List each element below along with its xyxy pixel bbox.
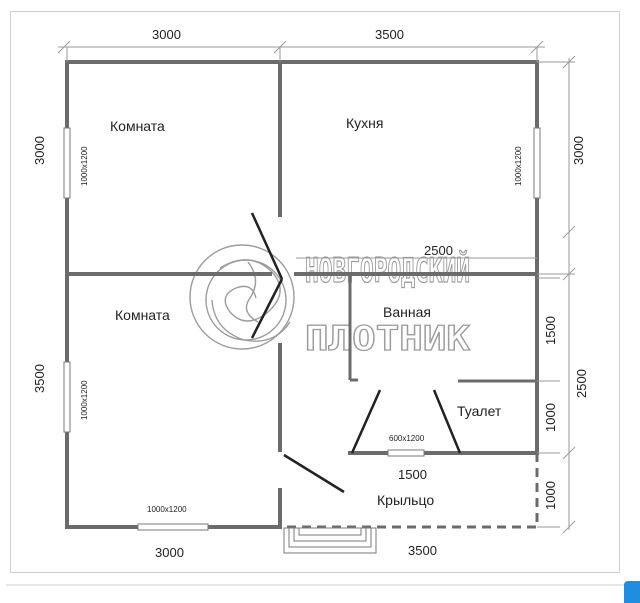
- interior-walls: [65, 60, 539, 529]
- window-label-kitchen: 1000x1200: [514, 146, 523, 186]
- dim-right-bath-toilet-total: 2500: [574, 369, 589, 398]
- dimension-labels: 3000 3500 3000 3500 3000 3500 3000 1500 …: [32, 27, 589, 560]
- windows: [63, 127, 541, 531]
- dim-right-porch: 1000: [543, 481, 558, 510]
- window-room-top-left: [63, 127, 71, 199]
- window-labels: 1000x1200 1000x1200 1000x1200 1000x1200 …: [80, 146, 523, 514]
- window-kitchen: [533, 127, 541, 199]
- window-label-room-bottom-left: 1000x1200: [80, 380, 89, 420]
- dim-top-left: 3000: [152, 27, 181, 42]
- door-bottom-room: [250, 278, 284, 339]
- door-toilet: [432, 389, 462, 454]
- porch-steps: [283, 527, 377, 554]
- dim-right-bath: 1500: [543, 316, 558, 345]
- window-bathroom: [387, 449, 425, 457]
- watermark-line2: ПЛОТНИК: [305, 319, 471, 359]
- room-label-kitchen: Кухня: [346, 115, 383, 131]
- door-bathroom: [350, 389, 382, 454]
- room-label-toilet: Туалет: [457, 403, 502, 419]
- window-bottom-wall: [137, 523, 209, 531]
- dim-top-right: 3500: [375, 27, 404, 42]
- door-top-room: [250, 212, 284, 280]
- room-label-bathroom: Ванная: [383, 304, 431, 320]
- watermark-logo-icon: [189, 244, 295, 350]
- scroll-indicator: [624, 581, 640, 603]
- watermark-line1: НОВГОРОДСКИЙ: [305, 250, 470, 291]
- dim-left-upper: 3000: [32, 136, 47, 165]
- room-labels: Комната Кухня Комната Ванная Туалет Крыл…: [110, 115, 502, 508]
- window-label-bathroom: 600x1200: [389, 434, 425, 443]
- room-label-top-left: Комната: [110, 118, 165, 134]
- porch-boundary: [280, 453, 539, 529]
- dim-bath-width: 2500: [424, 243, 453, 258]
- room-label-porch: Крыльцо: [377, 492, 434, 508]
- divider: [6, 584, 634, 586]
- window-room-bottom-left: [63, 361, 71, 433]
- dim-right-toilet: 1000: [543, 403, 558, 432]
- dim-bottom-left: 3000: [155, 545, 184, 560]
- door-entrance: [283, 453, 345, 494]
- dim-bottom-right: 3500: [408, 543, 437, 558]
- drawing-frame: [10, 11, 620, 573]
- dim-porch-width: 1500: [398, 467, 427, 482]
- window-label-bottom-wall: 1000x1200: [147, 505, 187, 514]
- dim-right-upper: 3000: [571, 136, 586, 165]
- room-label-bottom-left: Комната: [115, 307, 170, 323]
- window-label-room-top-left: 1000x1200: [80, 146, 89, 186]
- dimension-lines: [57, 40, 576, 534]
- dim-left-lower: 3500: [32, 364, 47, 393]
- doors: [250, 212, 462, 494]
- watermark: НОВГОРОДСКИЙ ПЛОТНИК: [189, 244, 471, 360]
